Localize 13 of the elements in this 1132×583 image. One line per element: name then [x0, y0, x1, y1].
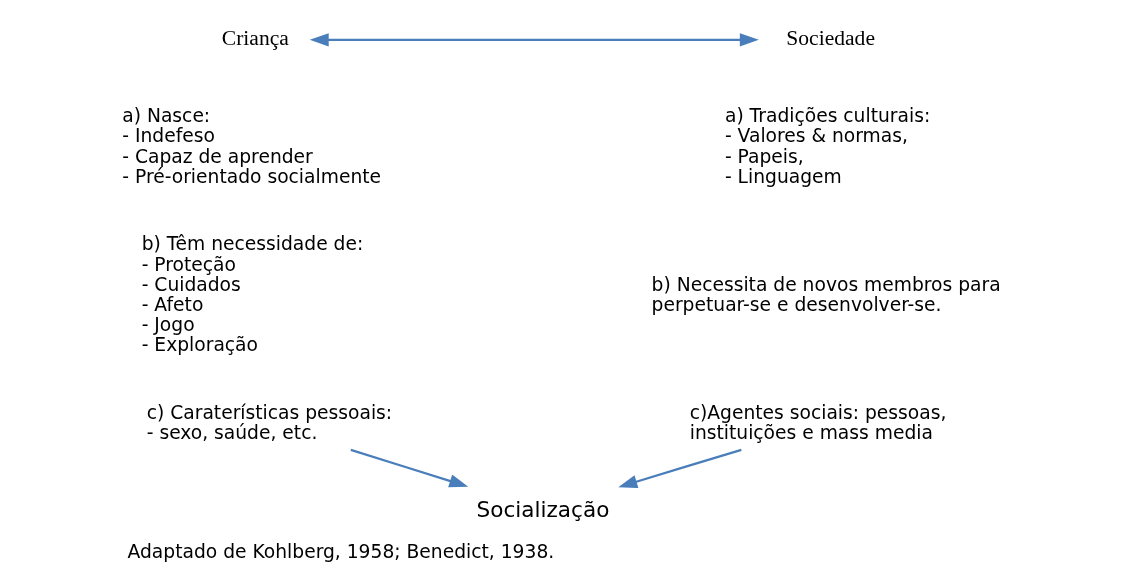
node-text: c)Agentes sociais: pessoas, instituições e mass media	[689, 401, 947, 443]
label: b) Necessita de novos membros para perpetuar-se e desenvolver-se.	[651, 273, 1001, 315]
node-text: Sociedade	[786, 25, 875, 50]
label: a) Tradições culturais: - Valores & normas, - Papeis, - Linguagem	[724, 105, 931, 187]
arrow	[309, 33, 759, 47]
caption: Adaptado de Kohlberg, 1958; Benedict, 1938.	[127, 541, 555, 563]
arrow	[350, 448, 469, 488]
label: a) Nasce: - Indefeso - Capaz de aprender - Pré-orientado socialmente	[122, 105, 382, 187]
node-text: c) Caraterísticas pessoais: - sexo, saúde, etc.	[146, 401, 393, 443]
node-text: Socialização	[476, 496, 610, 522]
node-text: Criança	[221, 25, 289, 50]
arrow	[618, 448, 742, 489]
label: b) Têm necessidade de: - Proteção - Cuidados - Afeto - Jogo - Exploração	[141, 233, 364, 356]
